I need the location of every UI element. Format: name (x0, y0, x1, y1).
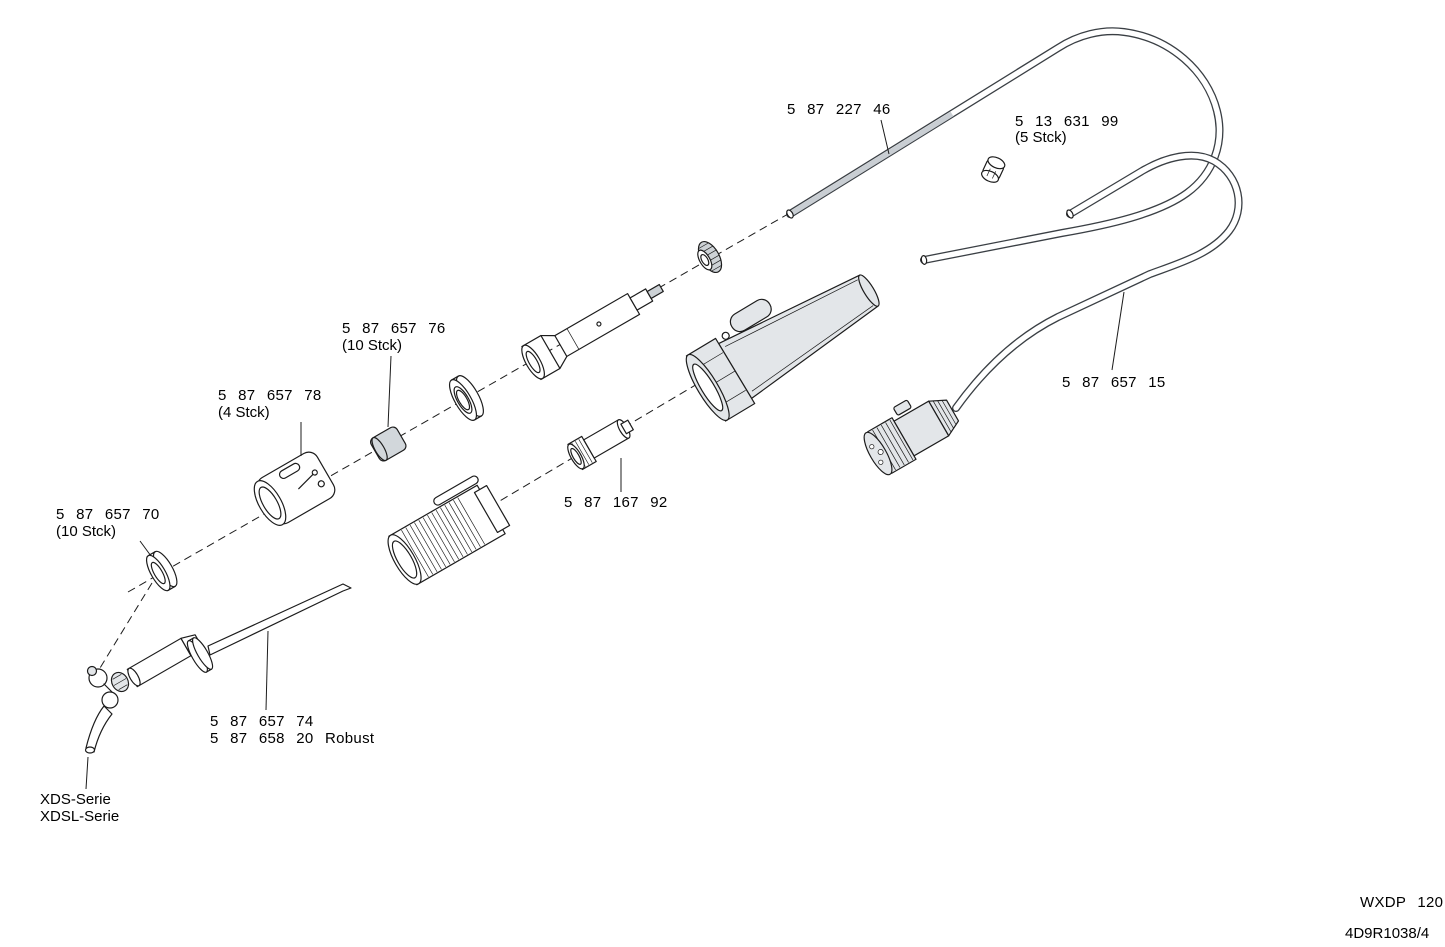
cleaning-needle-drawing (207, 583, 352, 656)
label-document-number: 4D9R1038/4 (1345, 925, 1429, 942)
label-filter-part-number: 5 87 657 76 (342, 320, 446, 337)
label-seal-part-number: 5 87 657 70 (56, 506, 160, 523)
label-series-xdsl: XDSL-Serie (40, 808, 119, 825)
label-clip-part-number: 5 13 631 99 (1015, 113, 1119, 130)
label-clip-quantity: (5 Stck) (1015, 129, 1067, 146)
label-cable-part-number: 5 87 227 46 (787, 101, 891, 118)
centerline-dashed (99, 213, 789, 669)
tip-holder-drawing (253, 451, 336, 526)
label-model-name: WXDP 120 (1360, 894, 1443, 911)
label-needle-robust-part-number: 5 87 658 20 Robust (210, 730, 375, 747)
suction-tube-drawing (521, 283, 664, 381)
filter-cartridge-drawing (370, 426, 407, 462)
sleeve-drawing (567, 419, 634, 471)
label-sleeve-part-number: 5 87 167 92 (564, 494, 668, 511)
power-cord-drawing (952, 151, 1243, 412)
leader-lines (85, 119, 1125, 790)
cable-extension-drawing (786, 27, 1224, 265)
label-cord-part-number: 5 87 657 15 (1062, 374, 1166, 391)
seal-ring-drawing (145, 550, 178, 592)
label-needle-part-number: 5 87 657 74 (210, 713, 314, 730)
front-ring-drawing (448, 375, 484, 421)
label-series-xds: XDS-Serie (40, 791, 111, 808)
handle-drawing (685, 274, 880, 422)
knurled-nut-drawing (697, 241, 723, 273)
connector-plug-drawing (863, 399, 960, 476)
label-seal-quantity: (10 Stck) (56, 523, 116, 540)
barrel-tube-drawing (387, 475, 511, 586)
label-filter-quantity: (10 Stck) (342, 337, 402, 354)
solder-tip-drawing (84, 634, 214, 754)
retaining-clip-drawing (981, 156, 1006, 183)
label-holder-quantity: (4 Stck) (218, 404, 270, 421)
label-holder-part-number: 5 87 657 78 (218, 387, 322, 404)
